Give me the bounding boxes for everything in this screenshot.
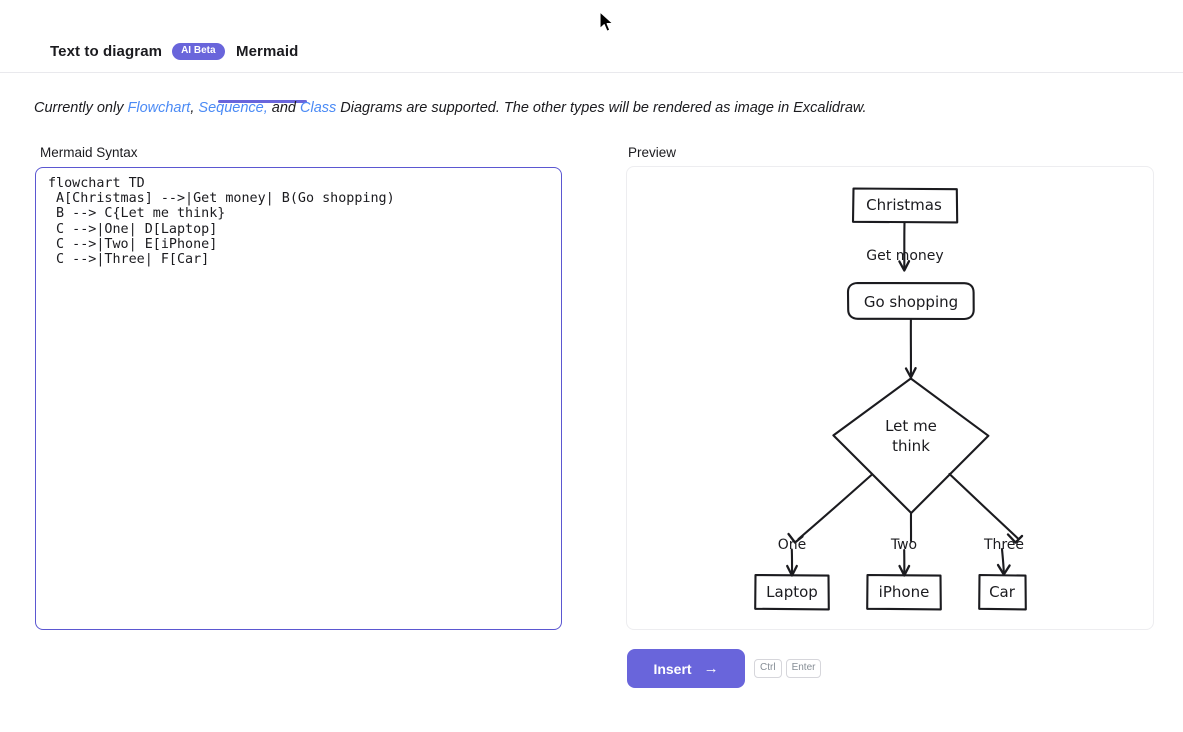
edge-decision-to-laptop xyxy=(797,473,874,541)
node-christmas-label: Christmas xyxy=(866,196,942,214)
node-iphone-shape xyxy=(866,573,942,611)
tab-text-to-diagram-label: Text to diagram xyxy=(50,43,163,60)
diagram-preview-panel: Christmas Go shopping Let me think Lapto… xyxy=(626,166,1154,630)
node-laptop-label: Laptop xyxy=(766,583,818,601)
node-car-shape xyxy=(978,573,1027,611)
node-christmas-shape xyxy=(851,187,959,224)
preview-caption: Preview xyxy=(628,145,677,160)
supported-types-notice: Currently only Flowchart, Sequence, and … xyxy=(34,100,867,116)
notice-sep2: and xyxy=(267,100,300,116)
node-car-label: Car xyxy=(989,583,1016,601)
link-class[interactable]: Class xyxy=(300,100,337,116)
notice-suffix: Diagrams are supported. The other types … xyxy=(336,100,867,116)
tab-bar-divider xyxy=(0,72,1183,73)
node-let-me-think-label-line2: think xyxy=(892,437,930,455)
node-laptop-shape xyxy=(754,573,830,611)
edge-label-get-money: Get money xyxy=(866,248,943,264)
keycap-enter: Enter xyxy=(785,659,822,678)
link-sequence[interactable]: Sequence, xyxy=(198,100,268,116)
insert-button[interactable]: Insert → xyxy=(627,649,745,688)
keyboard-shortcut-hint: Ctrl Enter xyxy=(754,659,822,678)
node-go-shopping-label: Go shopping xyxy=(864,293,958,311)
edge-label-three: Three xyxy=(983,537,1024,553)
flowchart-svg: Christmas Go shopping Let me think Lapto… xyxy=(754,187,1027,611)
insert-button-label: Insert xyxy=(653,660,692,677)
notice-sep1: , xyxy=(190,100,199,116)
tab-text-to-diagram[interactable]: Text to diagram AI Beta xyxy=(32,30,243,73)
mermaid-syntax-caption: Mermaid Syntax xyxy=(40,145,138,160)
edge-arrowhead-3a xyxy=(787,532,804,544)
edge-label-two: Two xyxy=(890,537,917,553)
link-flowchart[interactable]: Flowchart xyxy=(127,100,191,116)
ai-beta-badge: AI Beta xyxy=(172,43,225,60)
keycap-ctrl: Ctrl xyxy=(754,659,782,678)
edge-arrowhead-1 xyxy=(898,260,911,272)
edge-arrowhead-5a xyxy=(1006,533,1024,544)
tab-mermaid-label: Mermaid xyxy=(236,43,299,60)
node-iphone-label: iPhone xyxy=(879,583,930,601)
edge-label-one: One xyxy=(778,537,807,553)
mermaid-syntax-text[interactable]: flowchart TD A[Christmas] -->|Get money|… xyxy=(48,176,395,268)
notice-prefix: Currently only xyxy=(34,100,128,116)
node-go-shopping-shape xyxy=(846,281,975,321)
tab-bar: Text to diagram AI Beta Mermaid xyxy=(0,30,1183,103)
node-let-me-think-label-line1: Let me xyxy=(885,417,937,435)
edge-arrow-down-car xyxy=(1000,547,1005,574)
arrow-right-icon: → xyxy=(703,660,719,677)
mermaid-syntax-editor[interactable]: flowchart TD A[Christmas] -->|Get money|… xyxy=(35,167,562,630)
edge-decision-to-car xyxy=(948,472,1020,540)
tab-mermaid[interactable]: Mermaid xyxy=(218,30,316,73)
active-tab-indicator xyxy=(218,100,307,103)
